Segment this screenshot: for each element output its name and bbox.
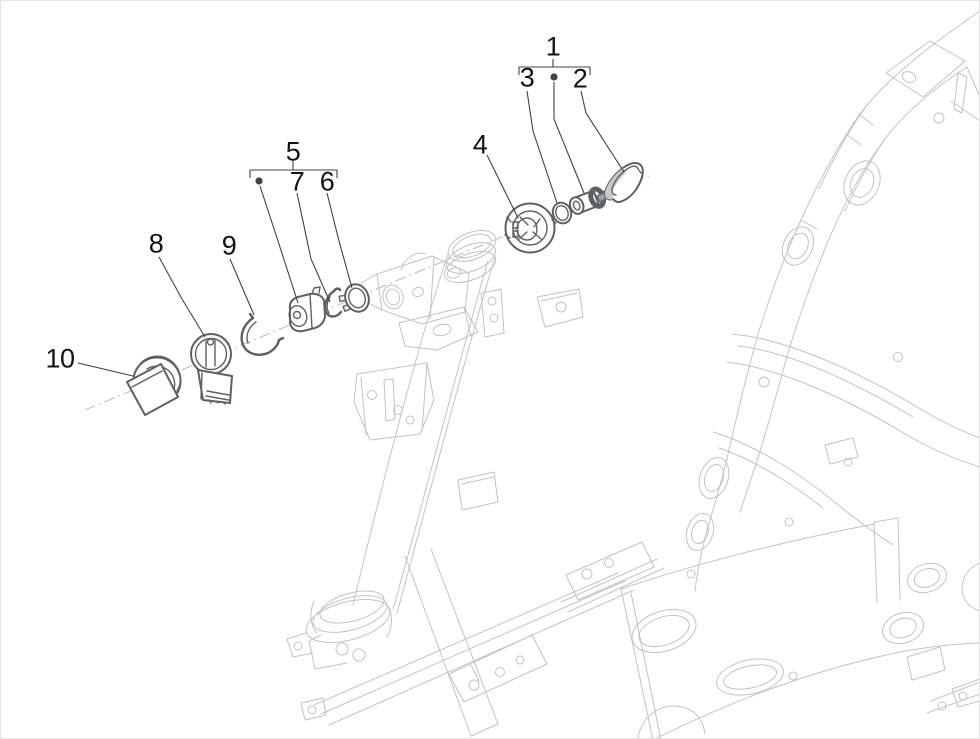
part-label-4: 4 [472, 129, 488, 160]
callout-lines [77, 59, 625, 377]
part-2-key [596, 162, 644, 204]
part-label-8: 8 [148, 228, 164, 259]
part-7-clip [323, 287, 343, 318]
part-4-lock-housing [504, 202, 557, 254]
part-label-3: 3 [519, 62, 535, 93]
part-8-lock-cylinder [190, 333, 233, 405]
part-label-2: 2 [572, 63, 588, 94]
part-10-rubber-cap [126, 355, 182, 416]
part-5-switch-body [288, 286, 326, 333]
group-5-bullet-marker [255, 177, 263, 185]
part-label-1: 1 [545, 31, 561, 62]
part-label-7: 7 [289, 166, 305, 197]
part-label-5: 5 [285, 136, 301, 167]
group-1-bullet-marker [550, 73, 558, 81]
scooter-frame-art [286, 11, 979, 738]
part-label-6: 6 [319, 166, 335, 197]
part-label-10: 10 [45, 343, 75, 374]
part-label-9: 9 [221, 230, 237, 261]
part-9-lock-cover [240, 312, 285, 356]
part-1-cylinder-assembly [568, 186, 612, 215]
part-6-ring-nut [338, 283, 370, 313]
